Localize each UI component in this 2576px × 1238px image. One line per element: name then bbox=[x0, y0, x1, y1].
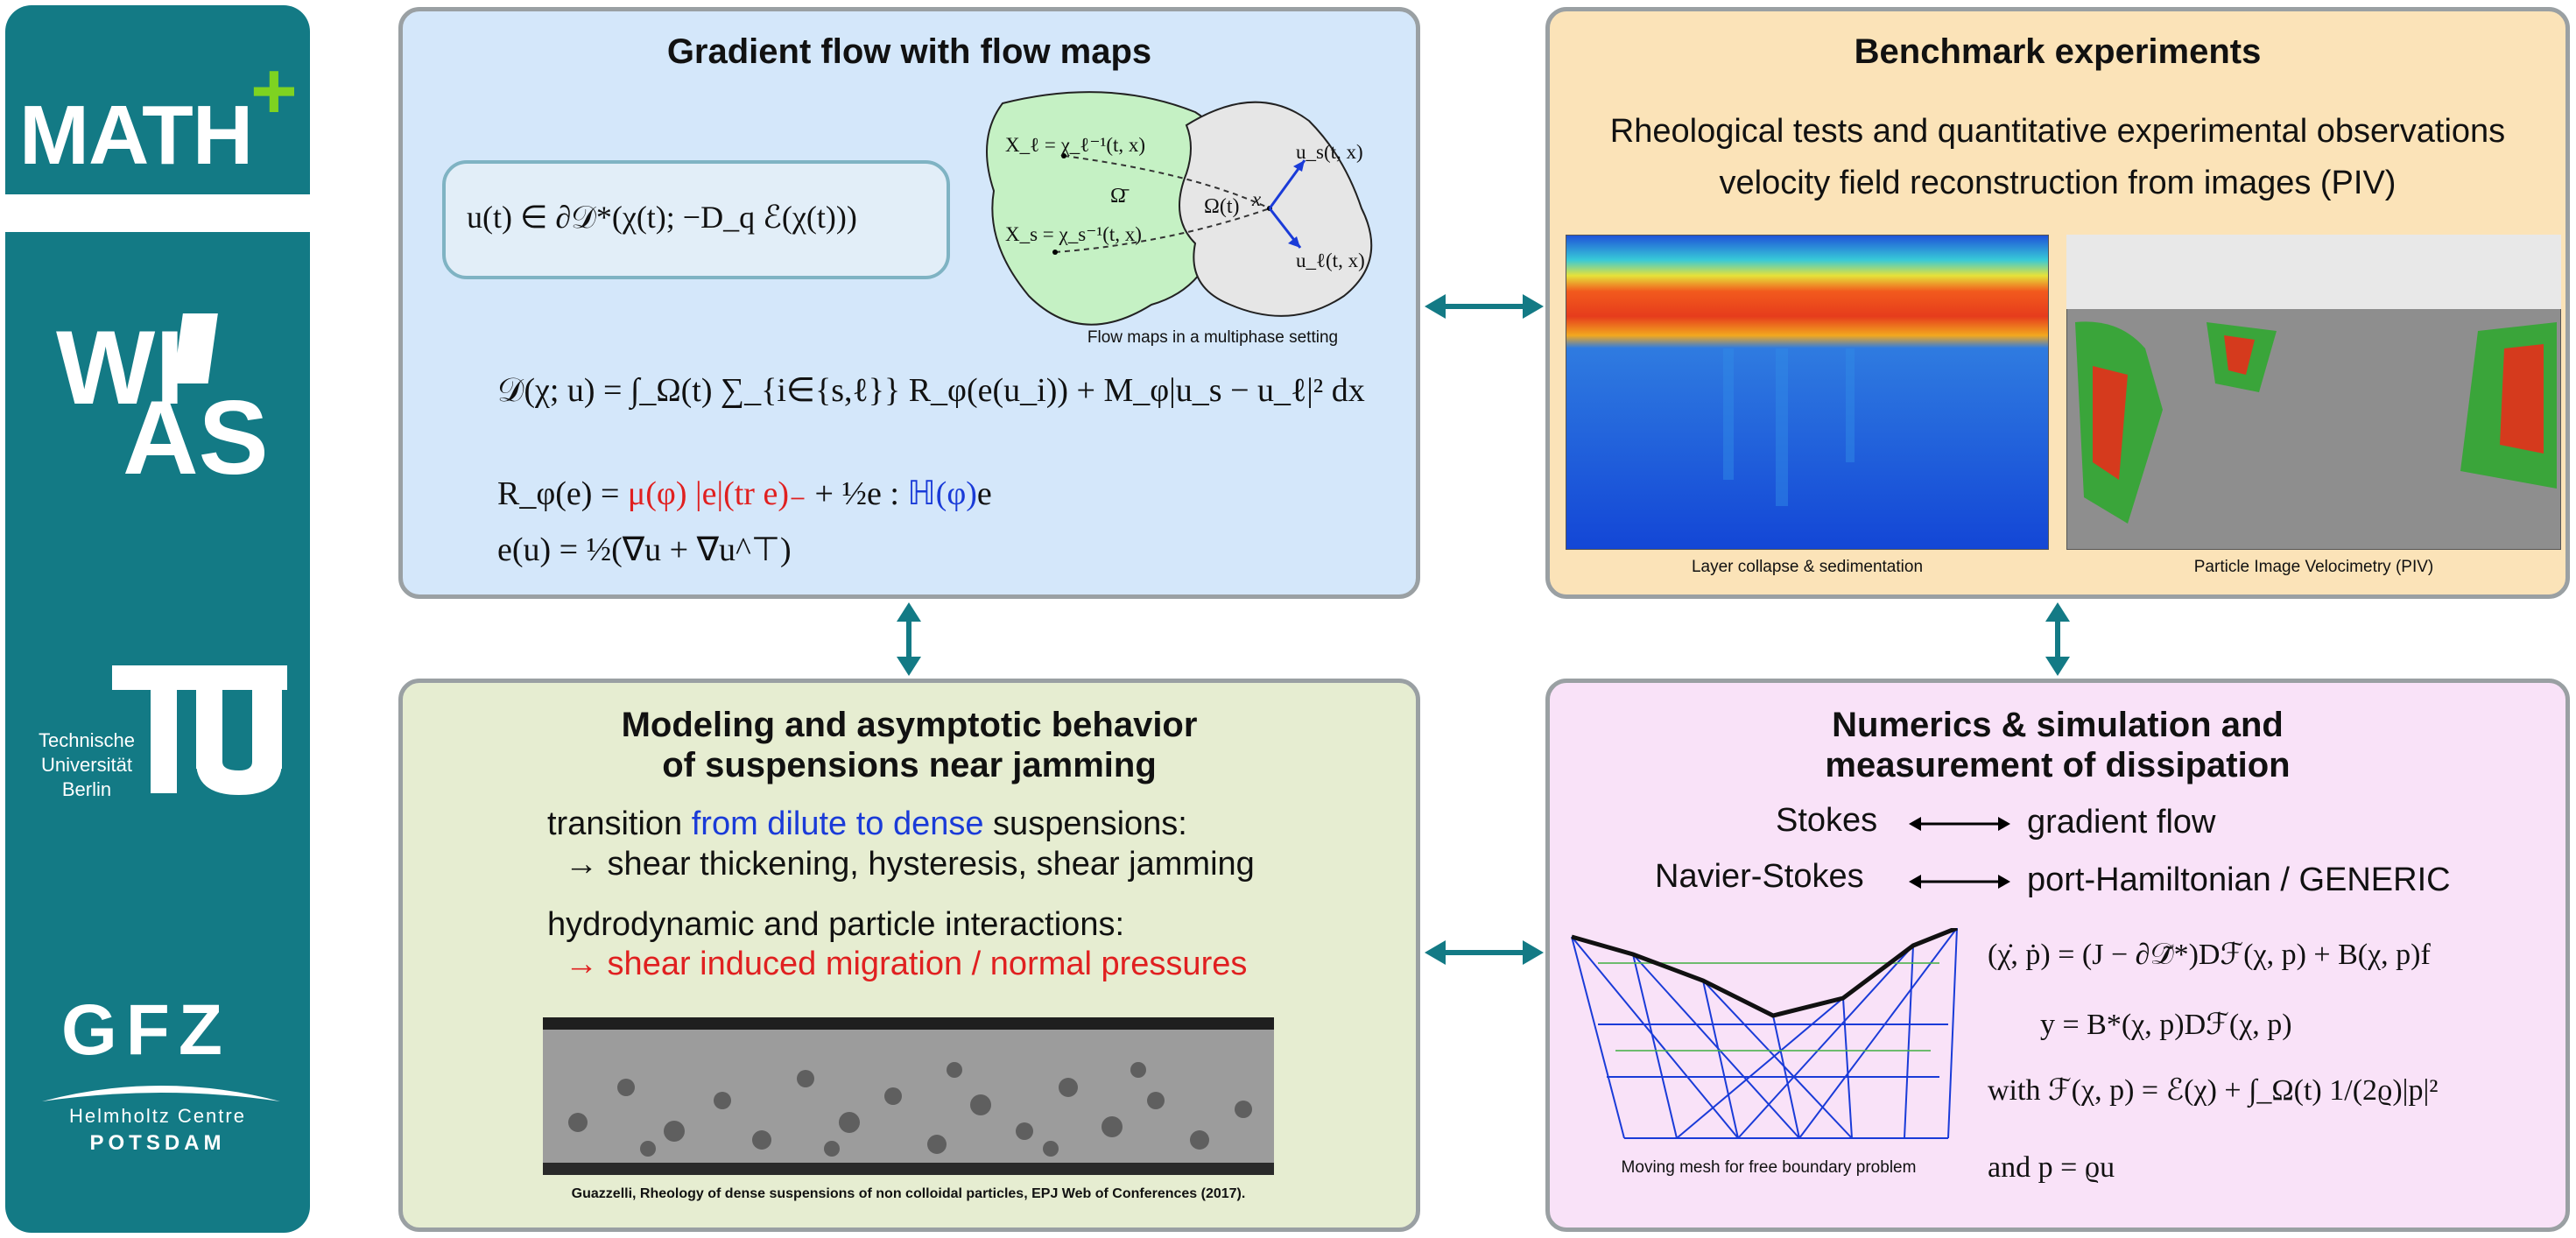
modeling-panel: Modeling and asymptotic behavior of susp… bbox=[398, 679, 1420, 1232]
numerics-panel: Numerics & simulation and measurement of… bbox=[1545, 679, 2570, 1232]
stokes-double-arrow bbox=[1909, 817, 2010, 831]
gfz-potsdam: POTSDAM bbox=[89, 1131, 226, 1155]
gradient-flow-title: Gradient flow with flow maps bbox=[666, 32, 1152, 71]
energy-equation: with ℱ(χ, p) = ℰ(χ) + ∫_Ω(t) 1/(2ϱ)|p|² bbox=[1988, 1074, 2439, 1107]
tu-line1: Technische bbox=[38, 729, 136, 751]
arrow-gradient-modeling bbox=[897, 602, 921, 676]
numerics-title-line1: Numerics & simulation and bbox=[1832, 706, 2284, 744]
inclusion-equation: u(t) ∈ ∂𝒟*(χ(t); −D_q ℰ(χ(t))) bbox=[467, 200, 857, 235]
gradient-flow-panel: Gradient flow with flow maps u(t) ∈ ∂𝒟*(… bbox=[398, 7, 1420, 599]
tu-berlin-logo-mark bbox=[112, 665, 287, 795]
rphi-end: e bbox=[976, 475, 992, 512]
rphi-lhs: R_φ(e) = bbox=[497, 475, 628, 512]
numerics-title-line2: measurement of dissipation bbox=[1825, 746, 2291, 784]
arrow-benchmark-numerics bbox=[2045, 602, 2070, 676]
mesh-caption: Moving mesh for free boundary problem bbox=[1621, 1158, 1917, 1177]
fig-omega-bar-label: Ω̄ bbox=[1110, 185, 1126, 208]
suspension-citation: Guazzelli, Rheology of dense suspensions… bbox=[571, 1186, 1246, 1201]
modeling-interactions-line: hydrodynamic and particle interactions: bbox=[547, 906, 1125, 943]
transition-a: transition bbox=[547, 805, 692, 842]
gradient-flow-label: gradient flow bbox=[2027, 804, 2216, 841]
moving-mesh-figure bbox=[1571, 928, 1958, 1139]
modeling-transition-line: transition from dilute to dense suspensi… bbox=[547, 805, 1187, 843]
sedimentation-image bbox=[1566, 235, 2049, 550]
navier-double-arrow bbox=[1909, 875, 2010, 889]
gfz-subtitle: Helmholtz Centre bbox=[69, 1105, 246, 1127]
rphi-blue-term: ℍ(φ) bbox=[907, 475, 977, 512]
math-logo-plus: + bbox=[250, 46, 298, 136]
benchmark-panel: Benchmark experiments Rheological tests … bbox=[1545, 7, 2570, 599]
tu-berlin-wordmark: Technische Universität Berlin bbox=[21, 728, 152, 802]
suspension-photo bbox=[543, 1017, 1274, 1175]
modeling-title-line2: of suspensions near jamming bbox=[662, 746, 1157, 784]
fig-x-ell-label: X_ℓ = χ_ℓ⁻¹(t, x) bbox=[1005, 134, 1146, 156]
tu-line2: Universität bbox=[41, 754, 132, 776]
fig-x-label: x bbox=[1252, 188, 1262, 210]
rphi-equation: R_φ(e) = μ(φ) |e|(tr e)₋ + ½e : ℍ(φ)e bbox=[497, 474, 992, 513]
flow-maps-caption: Flow maps in a multiphase setting bbox=[1087, 328, 1339, 347]
benchmark-title: Benchmark experiments bbox=[1854, 32, 2262, 71]
stokes-label: Stokes bbox=[1776, 802, 1878, 839]
modeling-migration-line: → shear induced migration / normal press… bbox=[565, 946, 1248, 982]
modeling-thickening-line: → shear thickening, hysteresis, shear ja… bbox=[565, 846, 1255, 883]
math-logo-text: MATH bbox=[19, 88, 253, 182]
fig-ul-label: u_ℓ(t, x) bbox=[1296, 250, 1365, 271]
momentum-equation: and p = ϱu bbox=[1988, 1151, 2115, 1184]
navier-stokes-label: Navier-Stokes bbox=[1655, 858, 1864, 895]
math-plus-logo-block bbox=[5, 5, 310, 194]
gfz-arc bbox=[42, 1086, 280, 1101]
transition-c: suspensions: bbox=[983, 805, 1187, 842]
sedimentation-caption: Layer collapse & sedimentation bbox=[1691, 558, 1924, 576]
tu-line3: Berlin bbox=[61, 778, 112, 800]
strain-equation: e(u) = ½(∇u + ∇u^⊤) bbox=[497, 531, 792, 568]
fig-omega-t-label: Ω(t) bbox=[1204, 195, 1240, 218]
output-equation: y = B*(χ, p)Dℱ(χ, p) bbox=[2040, 1009, 2292, 1041]
dissipation-equation: 𝒟(χ; u) = ∫_Ω(t) ∑_{i∈{s,ℓ}} R_φ(e(u_i))… bbox=[497, 372, 1365, 409]
modeling-title-line1: Modeling and asymptotic behavior bbox=[621, 706, 1198, 744]
fig-x-s-label: X_s = χ_s⁻¹(t, x) bbox=[1005, 223, 1142, 245]
rphi-red-term: μ(φ) |e|(tr e)₋ bbox=[627, 475, 807, 512]
arrow-modeling-numerics bbox=[1425, 940, 1544, 965]
arrow-gradient-benchmark bbox=[1425, 294, 1544, 319]
benchmark-line1: Rheological tests and quantitative exper… bbox=[1609, 113, 2506, 150]
piv-caption: Particle Image Velocimetry (PIV) bbox=[2193, 558, 2434, 576]
fig-us-label: u_s(t, x) bbox=[1296, 141, 1363, 163]
flow-maps-figure bbox=[986, 91, 1373, 326]
port-hamiltonian-label: port-Hamiltonian / GENERIC bbox=[2027, 862, 2451, 898]
rphi-mid: + ½e : bbox=[806, 475, 908, 512]
transition-blue: from dilute to dense bbox=[691, 805, 984, 842]
port-ham-equation: (χ̇, ṗ) = (J − ∂𝒟̃*)Dℱ(χ, p) + B(χ, p)f bbox=[1988, 939, 2431, 971]
wias-logo-line2: AS bbox=[123, 379, 269, 496]
gfz-logo-text: GFZ bbox=[61, 990, 231, 1070]
wias-logo-mark bbox=[172, 313, 218, 383]
inclusion-equation-box: u(t) ∈ ∂𝒟*(χ(t); −D_q ℰ(χ(t))) bbox=[442, 160, 950, 279]
piv-image bbox=[2066, 235, 2561, 550]
benchmark-line2: velocity field reconstruction from image… bbox=[1719, 165, 2397, 201]
wias-logo-line1: WI bbox=[56, 309, 185, 426]
